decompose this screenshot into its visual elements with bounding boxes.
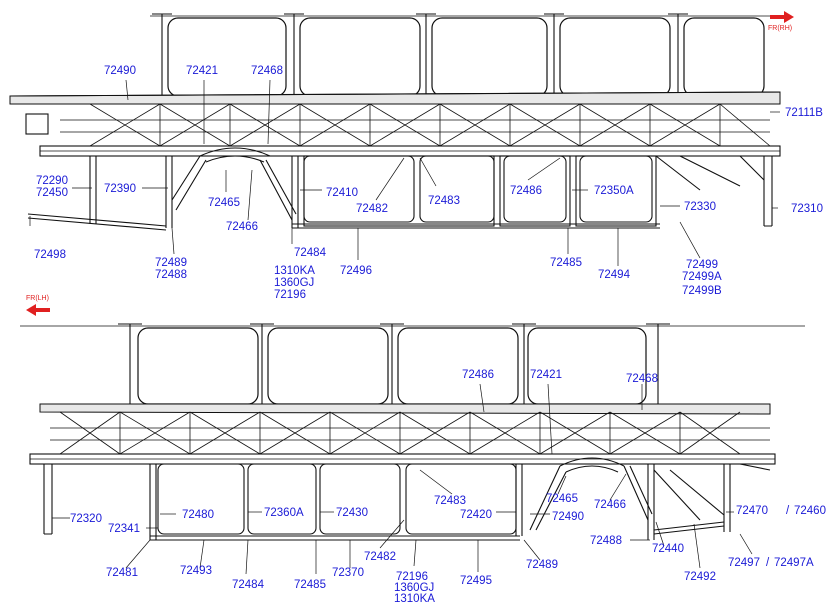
part-label: 72485: [294, 579, 326, 591]
part-label: 72465: [208, 197, 240, 209]
part-label: 72484: [232, 579, 265, 591]
part-label: 1310KA: [394, 593, 435, 605]
part-label: 1360GJ: [394, 582, 434, 594]
part-label: 72493: [180, 565, 212, 577]
part-label: 72488: [590, 535, 622, 547]
part-label: 72465: [546, 493, 578, 505]
part-label: 72360A: [264, 507, 304, 519]
top-assembly: [9, 11, 794, 231]
part-label: 72482: [356, 203, 388, 215]
part-label: 72466: [594, 499, 626, 511]
part-label: 72196: [274, 289, 306, 301]
part-label: 72341: [108, 523, 140, 535]
leader-lines: [29, 79, 780, 575]
part-label: 72492: [684, 571, 716, 583]
separator: /: [786, 505, 790, 517]
part-label: 72485: [550, 257, 582, 269]
part-label: 1310KA: [274, 265, 315, 277]
bottom-assembly: [20, 304, 805, 541]
part-label: 72489: [526, 559, 558, 571]
part-label: 72290: [36, 175, 68, 187]
part-label: 1360GJ: [274, 277, 314, 289]
part-label: 72499A: [682, 271, 722, 283]
part-label: 72490: [104, 65, 136, 77]
part-label: 72450: [36, 187, 68, 199]
part-label: 72490: [552, 511, 584, 523]
part-label: 72486: [462, 369, 494, 381]
separator: /: [766, 557, 770, 569]
direction-label-bottom: FR(LH): [26, 295, 49, 302]
part-label: 72420: [460, 509, 492, 521]
part-label: 72421: [186, 65, 218, 77]
part-label: 72497: [728, 557, 760, 569]
part-label: 72330: [684, 201, 716, 213]
part-label: 72421: [530, 369, 562, 381]
part-label: 72440: [652, 543, 684, 555]
part-label: 72480: [182, 509, 214, 521]
part-label: 72497A: [774, 557, 814, 569]
part-label: 72484: [294, 247, 327, 259]
part-label: 72483: [428, 195, 460, 207]
part-label: 72196: [396, 571, 428, 583]
part-label: 72410: [326, 187, 358, 199]
part-label: 72111B: [785, 107, 823, 119]
part-label: 72496: [340, 265, 372, 277]
part-label: 72499B: [682, 285, 722, 297]
part-label: 72320: [70, 513, 102, 525]
part-label: 72390: [104, 183, 136, 195]
part-label: 72350A: [594, 185, 634, 197]
part-label: 72489: [155, 257, 187, 269]
part-label: 72460: [794, 505, 826, 517]
part-label: 72495: [460, 575, 492, 587]
bottom-labels: 72486 72421 72468 72320 72341 72480 7236…: [70, 369, 826, 605]
part-label: 72486: [510, 185, 542, 197]
part-label: 72468: [626, 373, 658, 385]
part-label: 72498: [34, 249, 66, 261]
direction-label-top: FR(RH): [768, 25, 792, 32]
part-label: 72468: [251, 65, 283, 77]
part-label: 72470: [736, 505, 768, 517]
part-label: 72466: [226, 221, 258, 233]
part-label: 72482: [364, 551, 396, 563]
part-label: 72370: [332, 567, 364, 579]
part-label: 72430: [336, 507, 368, 519]
part-label: 72494: [598, 269, 631, 281]
part-label: 72481: [106, 567, 138, 579]
part-label: 72483: [434, 495, 466, 507]
part-label: 72488: [155, 269, 187, 281]
top-labels: 72490 72421 72468 72111B 72290 72450 723…: [34, 65, 823, 301]
part-label: 72499: [686, 259, 718, 271]
part-label: 72310: [791, 203, 823, 215]
